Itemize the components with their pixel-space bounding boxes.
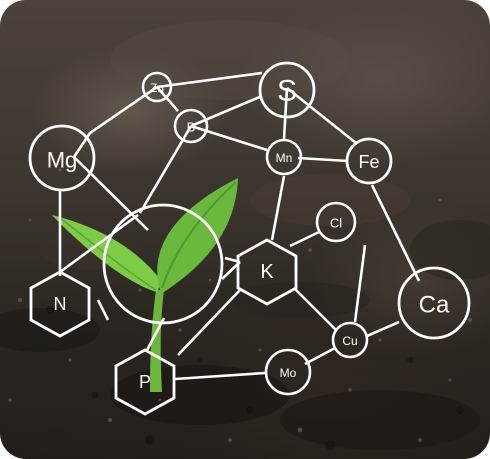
- element-p-label: P: [139, 372, 151, 392]
- element-mn-label: Mn: [276, 151, 293, 165]
- element-ca-label: Ca: [419, 292, 450, 319]
- element-n-node: N: [29, 270, 91, 338]
- element-mn-node: Mn: [265, 138, 303, 176]
- element-zn-label: Zn: [150, 81, 164, 95]
- element-mg-label: Mg: [47, 148, 78, 173]
- element-cl-label: Cl: [330, 216, 342, 231]
- element-n-label: N: [54, 294, 67, 314]
- seedling-ring: [102, 203, 224, 325]
- element-cu-label: Cu: [342, 334, 357, 348]
- element-cu-node: Cu: [331, 321, 369, 359]
- element-p-node: P: [114, 348, 176, 416]
- element-fe-node: Fe: [345, 137, 393, 185]
- element-fe-label: Fe: [358, 152, 379, 172]
- element-zn-node: Zn: [141, 71, 173, 103]
- element-b-label: B: [187, 120, 196, 135]
- element-mo-label: Mo: [280, 366, 297, 380]
- element-k-node: K: [236, 238, 298, 306]
- element-s-node: S: [258, 61, 316, 119]
- element-ca-node: Ca: [397, 266, 471, 340]
- element-s-label: S: [277, 75, 297, 108]
- element-b-node: B: [173, 108, 209, 144]
- element-mo-node: Mo: [264, 348, 312, 396]
- element-cl-node: Cl: [315, 201, 357, 243]
- seedling: [52, 178, 238, 392]
- element-mg-node: Mg: [28, 124, 96, 192]
- element-k-label: K: [260, 261, 274, 283]
